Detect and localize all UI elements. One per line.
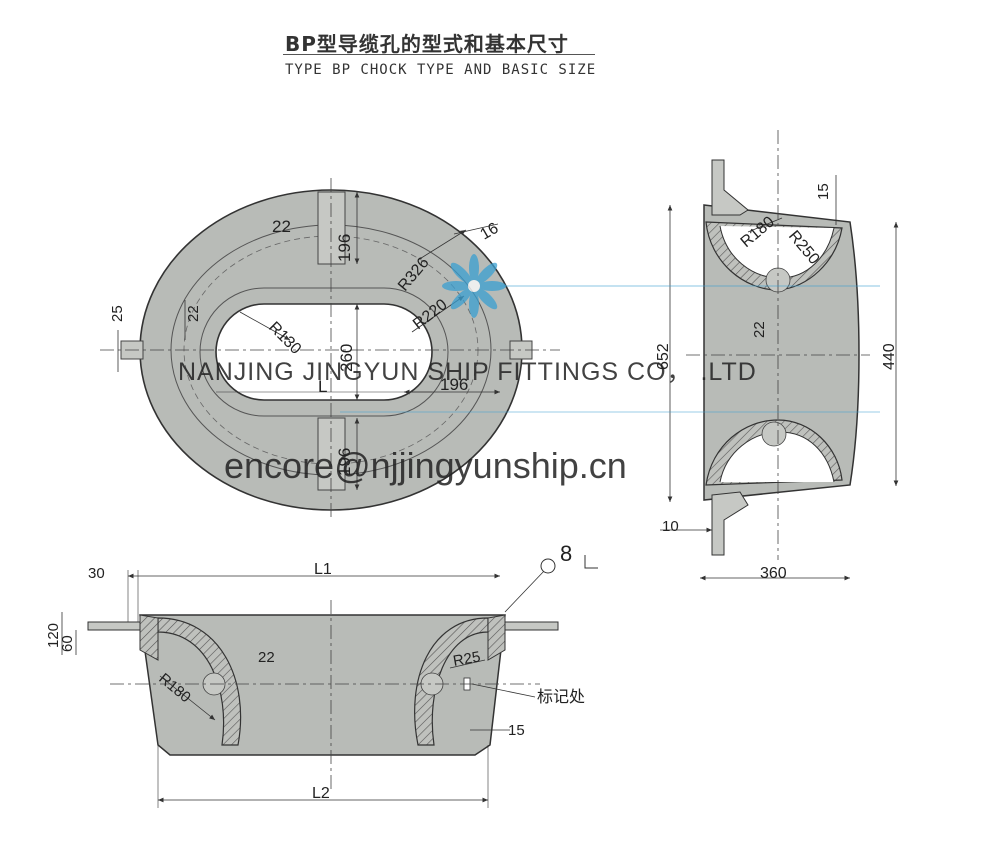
title-divider bbox=[283, 54, 595, 55]
dim-16: 16 bbox=[478, 220, 502, 244]
dim-22-front: 22 bbox=[258, 649, 275, 666]
dim-196-lower: 196 bbox=[335, 448, 354, 476]
dim-l: L bbox=[318, 377, 327, 396]
dim-440: 440 bbox=[881, 343, 898, 370]
dim-260: 260 bbox=[337, 344, 356, 372]
dim-60: 60 bbox=[59, 635, 76, 652]
title-chinese: BP型导缆孔的型式和基本尺寸 bbox=[285, 32, 569, 56]
dim-15-front: 15 bbox=[508, 722, 525, 739]
dim-652: 652 bbox=[655, 343, 672, 370]
chock-opening bbox=[215, 303, 433, 401]
top-view: 22 196 16 R326 25 22 R130 R220 260 L 196… bbox=[100, 178, 560, 518]
dim-22-left: 22 bbox=[185, 305, 202, 322]
dim-10: 10 bbox=[662, 518, 679, 535]
dim-120: 120 bbox=[45, 623, 62, 648]
dim-22-side: 22 bbox=[751, 321, 768, 338]
watermark-email: encore@njjingyunship.cn bbox=[224, 445, 627, 486]
dim-360: 360 bbox=[760, 565, 787, 582]
dim-25: 25 bbox=[109, 305, 126, 322]
watermark: NANJING JINGYUN SHIP FITTINGS CO， .LTD e… bbox=[178, 254, 880, 486]
weld-symbol-8: 8 bbox=[560, 541, 572, 566]
mark-location-label: 标记处 bbox=[537, 688, 585, 706]
dim-r25: R25 bbox=[452, 648, 482, 670]
title-english: TYPE BP CHOCK TYPE AND BASIC SIZE bbox=[285, 62, 597, 78]
watermark-company: NANJING JINGYUN SHIP FITTINGS CO， .LTD bbox=[178, 358, 757, 386]
dim-22-top: 22 bbox=[272, 217, 291, 236]
dim-196-right: 196 bbox=[440, 375, 468, 394]
dim-196-upper: 196 bbox=[335, 234, 354, 262]
dim-15-side: 15 bbox=[815, 183, 832, 200]
dim-l2: L2 bbox=[312, 785, 330, 802]
front-view: 30 L1 8 120 60 22 R25 R180 15 L2 标记处 bbox=[45, 541, 598, 808]
side-view: 15 R180 R250 22 652 440 10 360 bbox=[655, 130, 899, 582]
flower-logo-icon bbox=[442, 254, 506, 318]
dim-l1: L1 bbox=[314, 561, 332, 578]
dim-30: 30 bbox=[88, 565, 105, 582]
